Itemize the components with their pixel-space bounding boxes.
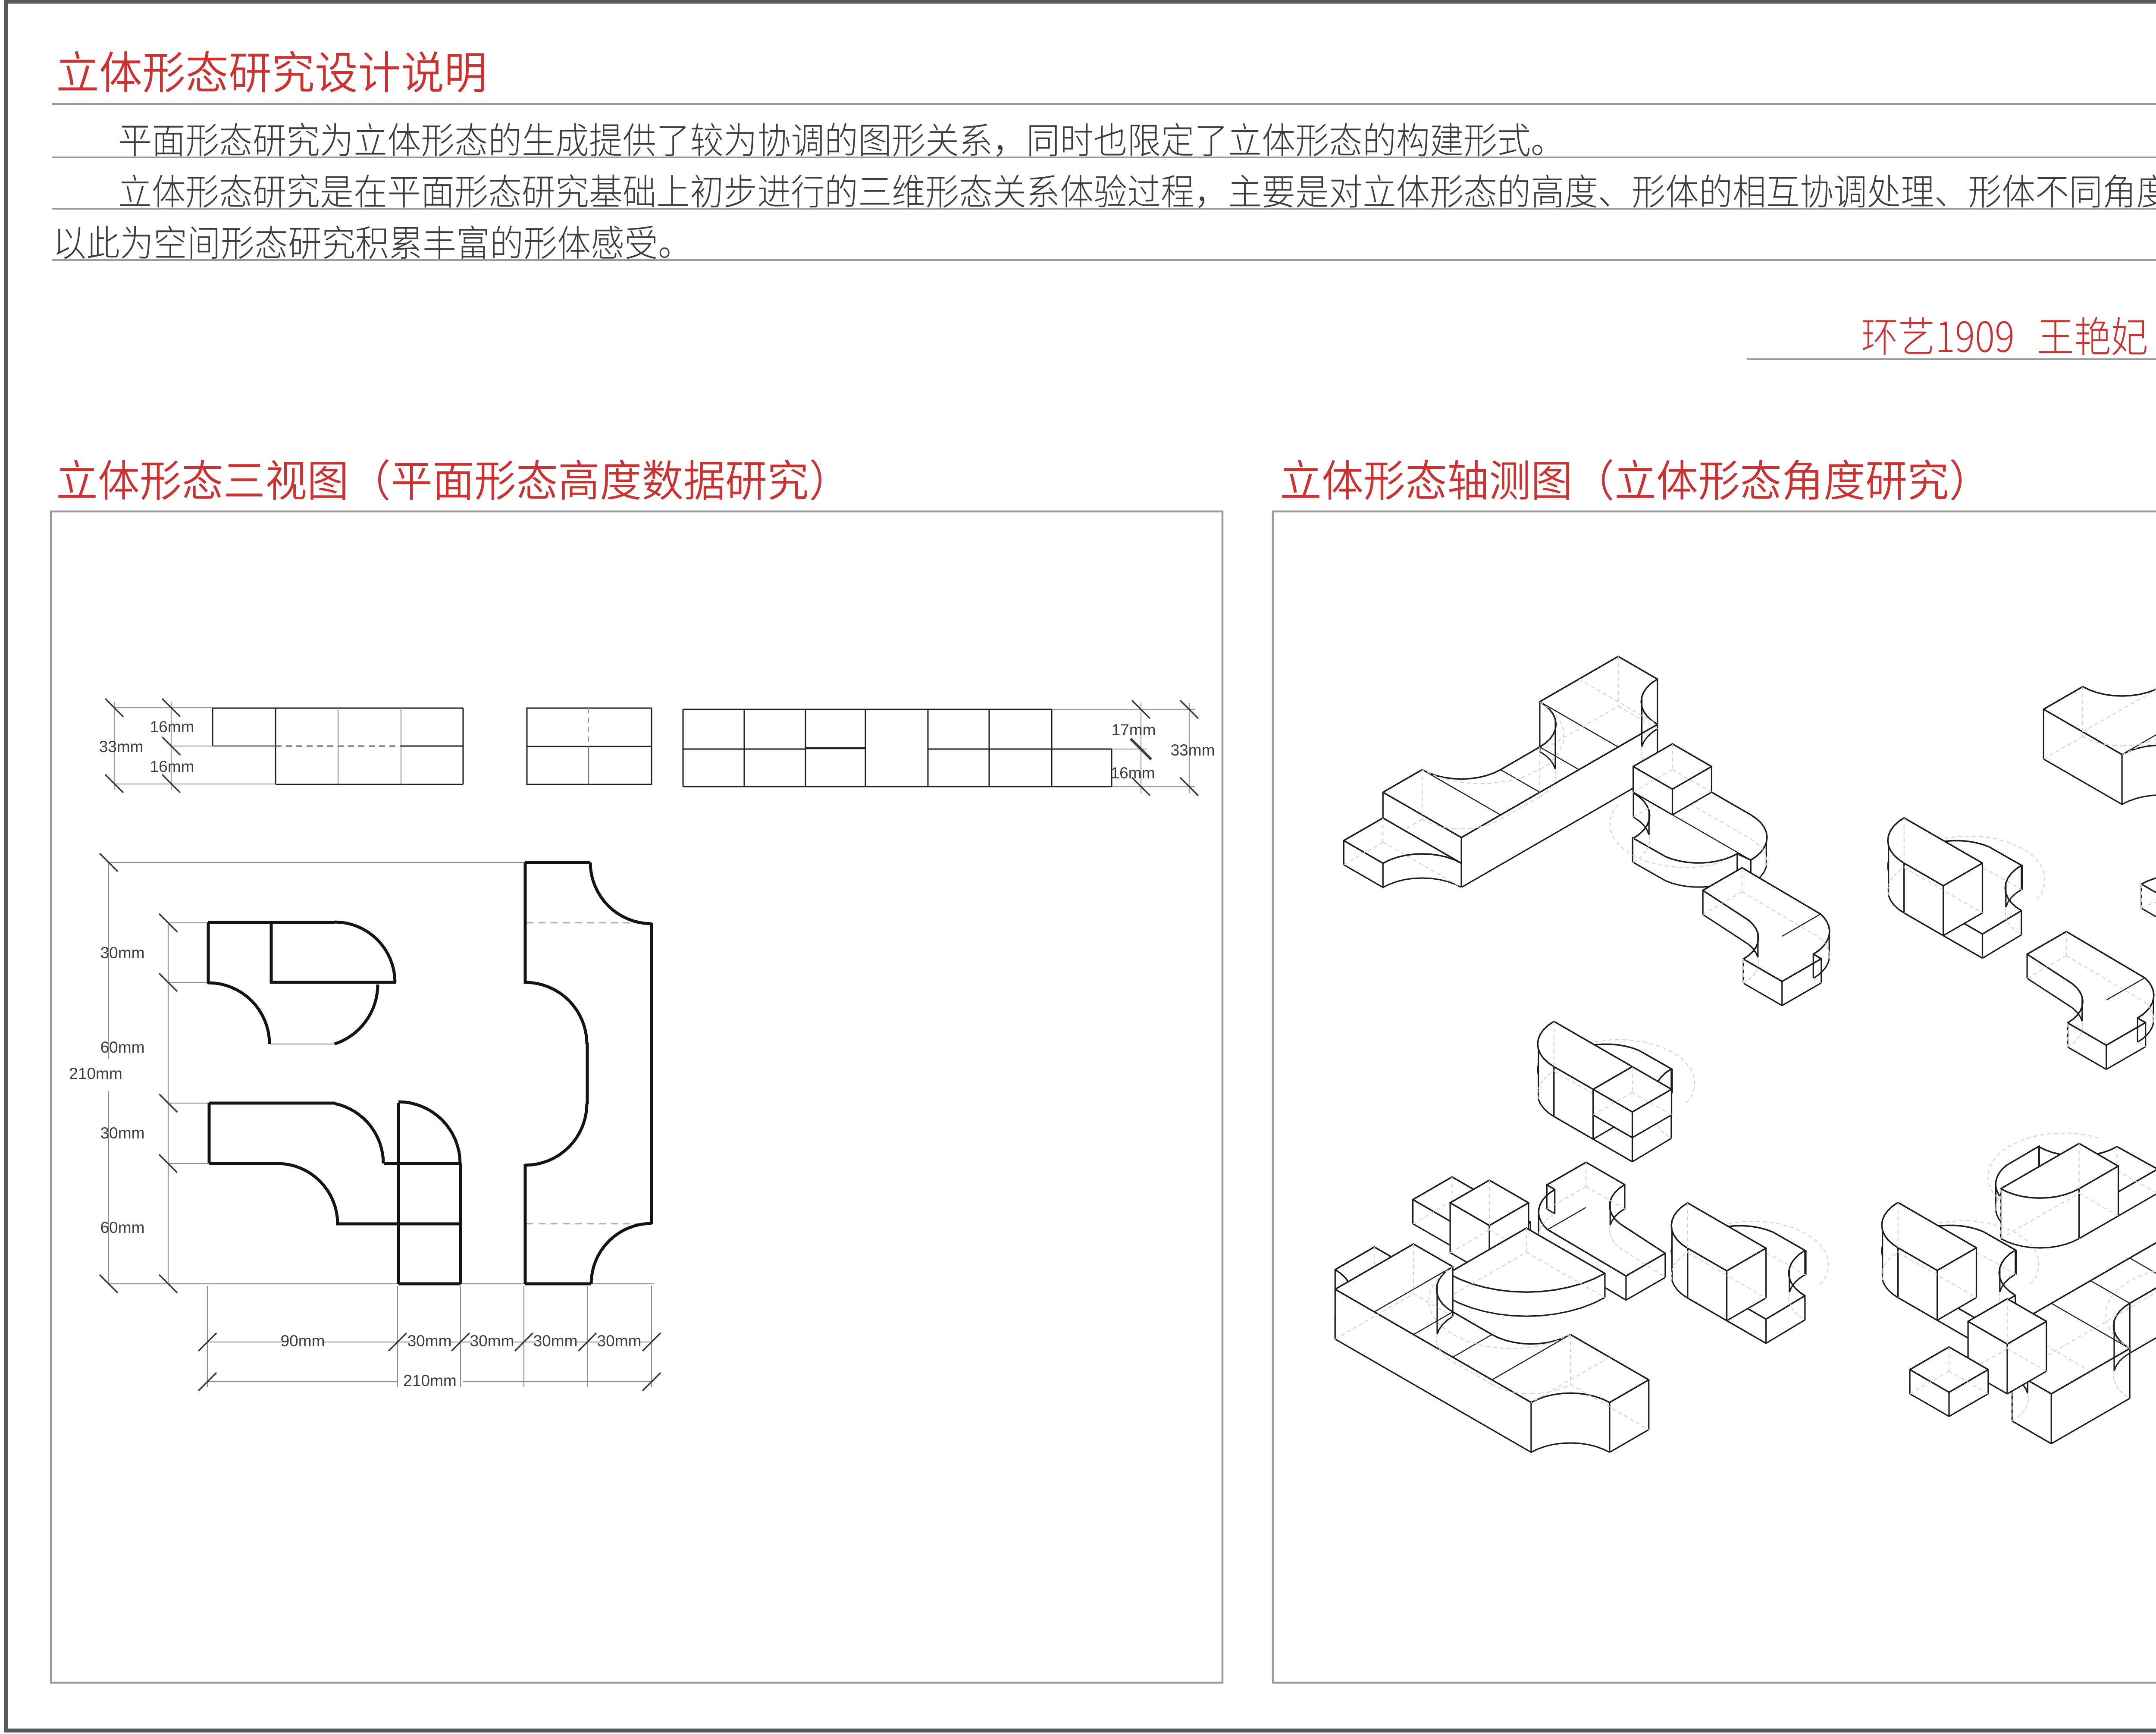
svg-text:30mm: 30mm xyxy=(407,1332,452,1350)
svg-text:210mm: 210mm xyxy=(403,1372,456,1389)
svg-text:60mm: 60mm xyxy=(100,1038,145,1056)
svg-text:16mm: 16mm xyxy=(150,758,194,775)
svg-text:90mm: 90mm xyxy=(281,1332,325,1350)
svg-text:30mm: 30mm xyxy=(470,1332,514,1350)
svg-text:16mm: 16mm xyxy=(150,718,194,736)
svg-text:17mm: 17mm xyxy=(1112,721,1156,739)
svg-text:30mm: 30mm xyxy=(100,944,145,962)
svg-text:16mm: 16mm xyxy=(1111,764,1155,782)
svg-text:33mm: 33mm xyxy=(99,738,144,756)
svg-text:30mm: 30mm xyxy=(100,1124,145,1142)
svg-text:210mm: 210mm xyxy=(69,1065,122,1082)
svg-text:30mm: 30mm xyxy=(597,1332,642,1350)
svg-text:30mm: 30mm xyxy=(533,1332,578,1350)
svg-text:33mm: 33mm xyxy=(1171,741,1215,759)
svg-text:60mm: 60mm xyxy=(100,1219,145,1236)
